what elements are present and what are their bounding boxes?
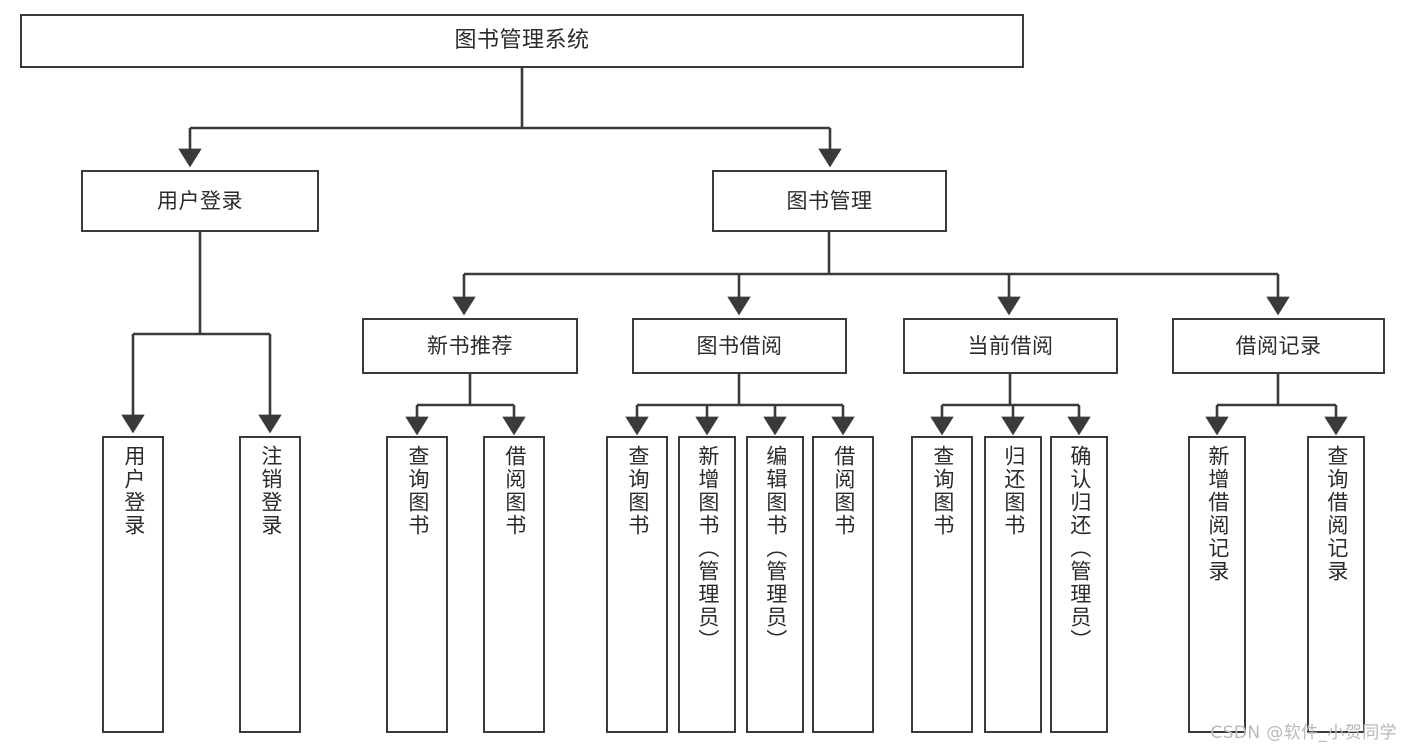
leaf-borrow-books[interactable]: 借阅图书 bbox=[812, 436, 874, 733]
leaf-add-borrow-record[interactable]: 新增借阅记录 bbox=[1188, 436, 1246, 733]
leaf-return-books[interactable]: 归还图书 bbox=[984, 436, 1042, 733]
node-borrow-records[interactable]: 借阅记录 bbox=[1172, 318, 1385, 374]
node-current-borrow[interactable]: 当前借阅 bbox=[903, 318, 1118, 374]
leaf-borrow-books-recommend[interactable]: 借阅图书 bbox=[483, 436, 545, 733]
leaf-user-login[interactable]: 用户登录 bbox=[102, 436, 164, 733]
leaf-edit-book-admin[interactable]: 编辑图书（管理员） bbox=[746, 436, 804, 733]
leaf-borrow-books-label: 借阅图书 bbox=[831, 445, 856, 537]
leaf-query-books-current-label: 查询图书 bbox=[930, 445, 955, 537]
node-new-book-recommend[interactable]: 新书推荐 bbox=[362, 318, 578, 374]
node-user-login[interactable]: 用户登录 bbox=[81, 170, 319, 232]
leaf-return-books-label: 归还图书 bbox=[1001, 445, 1026, 537]
leaf-user-login-label: 用户登录 bbox=[121, 445, 146, 537]
leaf-confirm-return-admin-label: 确认归还（管理员） bbox=[1067, 445, 1092, 652]
leaf-borrow-books-recommend-label: 借阅图书 bbox=[502, 445, 527, 537]
node-new-book-recommend-label: 新书推荐 bbox=[427, 333, 513, 358]
node-root[interactable]: 图书管理系统 bbox=[20, 14, 1024, 68]
node-book-management-label: 图书管理 bbox=[786, 188, 873, 213]
leaf-confirm-return-admin[interactable]: 确认归还（管理员） bbox=[1050, 436, 1108, 733]
node-borrow-records-label: 借阅记录 bbox=[1235, 333, 1322, 358]
leaf-query-books-current[interactable]: 查询图书 bbox=[911, 436, 973, 733]
node-root-label: 图书管理系统 bbox=[454, 27, 590, 53]
leaf-add-borrow-record-label: 新增借阅记录 bbox=[1205, 445, 1230, 583]
leaf-query-books-recommend[interactable]: 查询图书 bbox=[386, 436, 448, 733]
node-user-login-label: 用户登录 bbox=[157, 188, 243, 213]
leaf-add-book-admin[interactable]: 新增图书（管理员） bbox=[678, 436, 736, 733]
node-book-borrow[interactable]: 图书借阅 bbox=[632, 318, 847, 374]
leaf-query-borrow-record[interactable]: 查询借阅记录 bbox=[1307, 436, 1365, 733]
leaf-add-book-admin-label: 新增图书（管理员） bbox=[695, 445, 720, 652]
node-book-borrow-label: 图书借阅 bbox=[696, 333, 783, 358]
node-book-management[interactable]: 图书管理 bbox=[712, 170, 947, 232]
leaf-query-books-borrow-label: 查询图书 bbox=[625, 445, 650, 537]
leaf-query-borrow-record-label: 查询借阅记录 bbox=[1324, 445, 1349, 583]
csdn-watermark: CSDN @软件_小贺同学 bbox=[1210, 723, 1397, 743]
leaf-logout-label: 注销登录 bbox=[258, 445, 283, 537]
leaf-query-books-borrow[interactable]: 查询图书 bbox=[606, 436, 668, 733]
node-current-borrow-label: 当前借阅 bbox=[967, 333, 1054, 358]
leaf-query-books-recommend-label: 查询图书 bbox=[405, 445, 430, 537]
leaf-edit-book-admin-label: 编辑图书（管理员） bbox=[763, 445, 788, 652]
leaf-logout[interactable]: 注销登录 bbox=[239, 436, 301, 733]
